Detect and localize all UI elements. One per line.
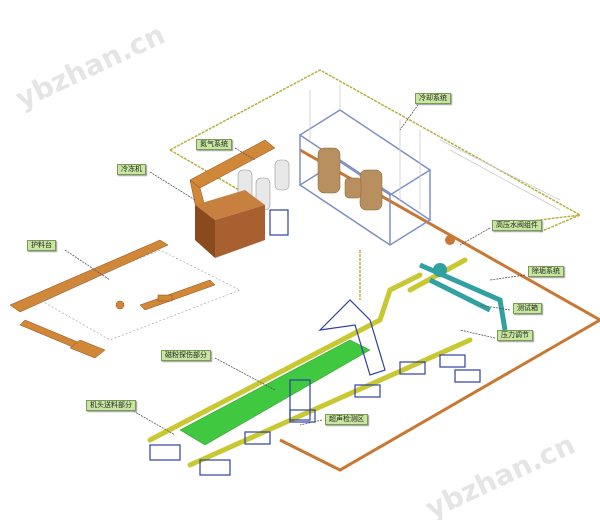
table-outline [39,249,241,341]
label-descaling-system: 除垢系统 [528,266,564,277]
loading-table [9,239,216,359]
pump [433,263,447,277]
cooling-tanks [317,147,383,211]
label-test-box: 测试箱 [513,303,542,314]
label-loading-table: 护料台 [27,240,56,251]
inspection-bed [179,339,371,446]
label-nitrogen-system: 氮气系统 [196,139,232,150]
label-hp-valve-group: 高压水阀组件 [492,220,542,231]
cooling-piping [309,85,561,211]
pipe-flange [445,235,455,245]
chiller-unit [195,190,265,258]
label-ultrasonic-zone: 超声检测区 [325,414,368,425]
support-frames [149,209,481,476]
label-feeding-section: 机头送料部分 [86,400,136,411]
label-magnetic-inspection: 磁粉探伤部分 [161,350,211,361]
label-pressure-regulation: 压力调节 [497,330,533,341]
leader-lines [64,101,526,436]
label-cooling-system: 冷却系统 [415,93,451,104]
label-chiller: 冷冻机 [117,164,146,175]
